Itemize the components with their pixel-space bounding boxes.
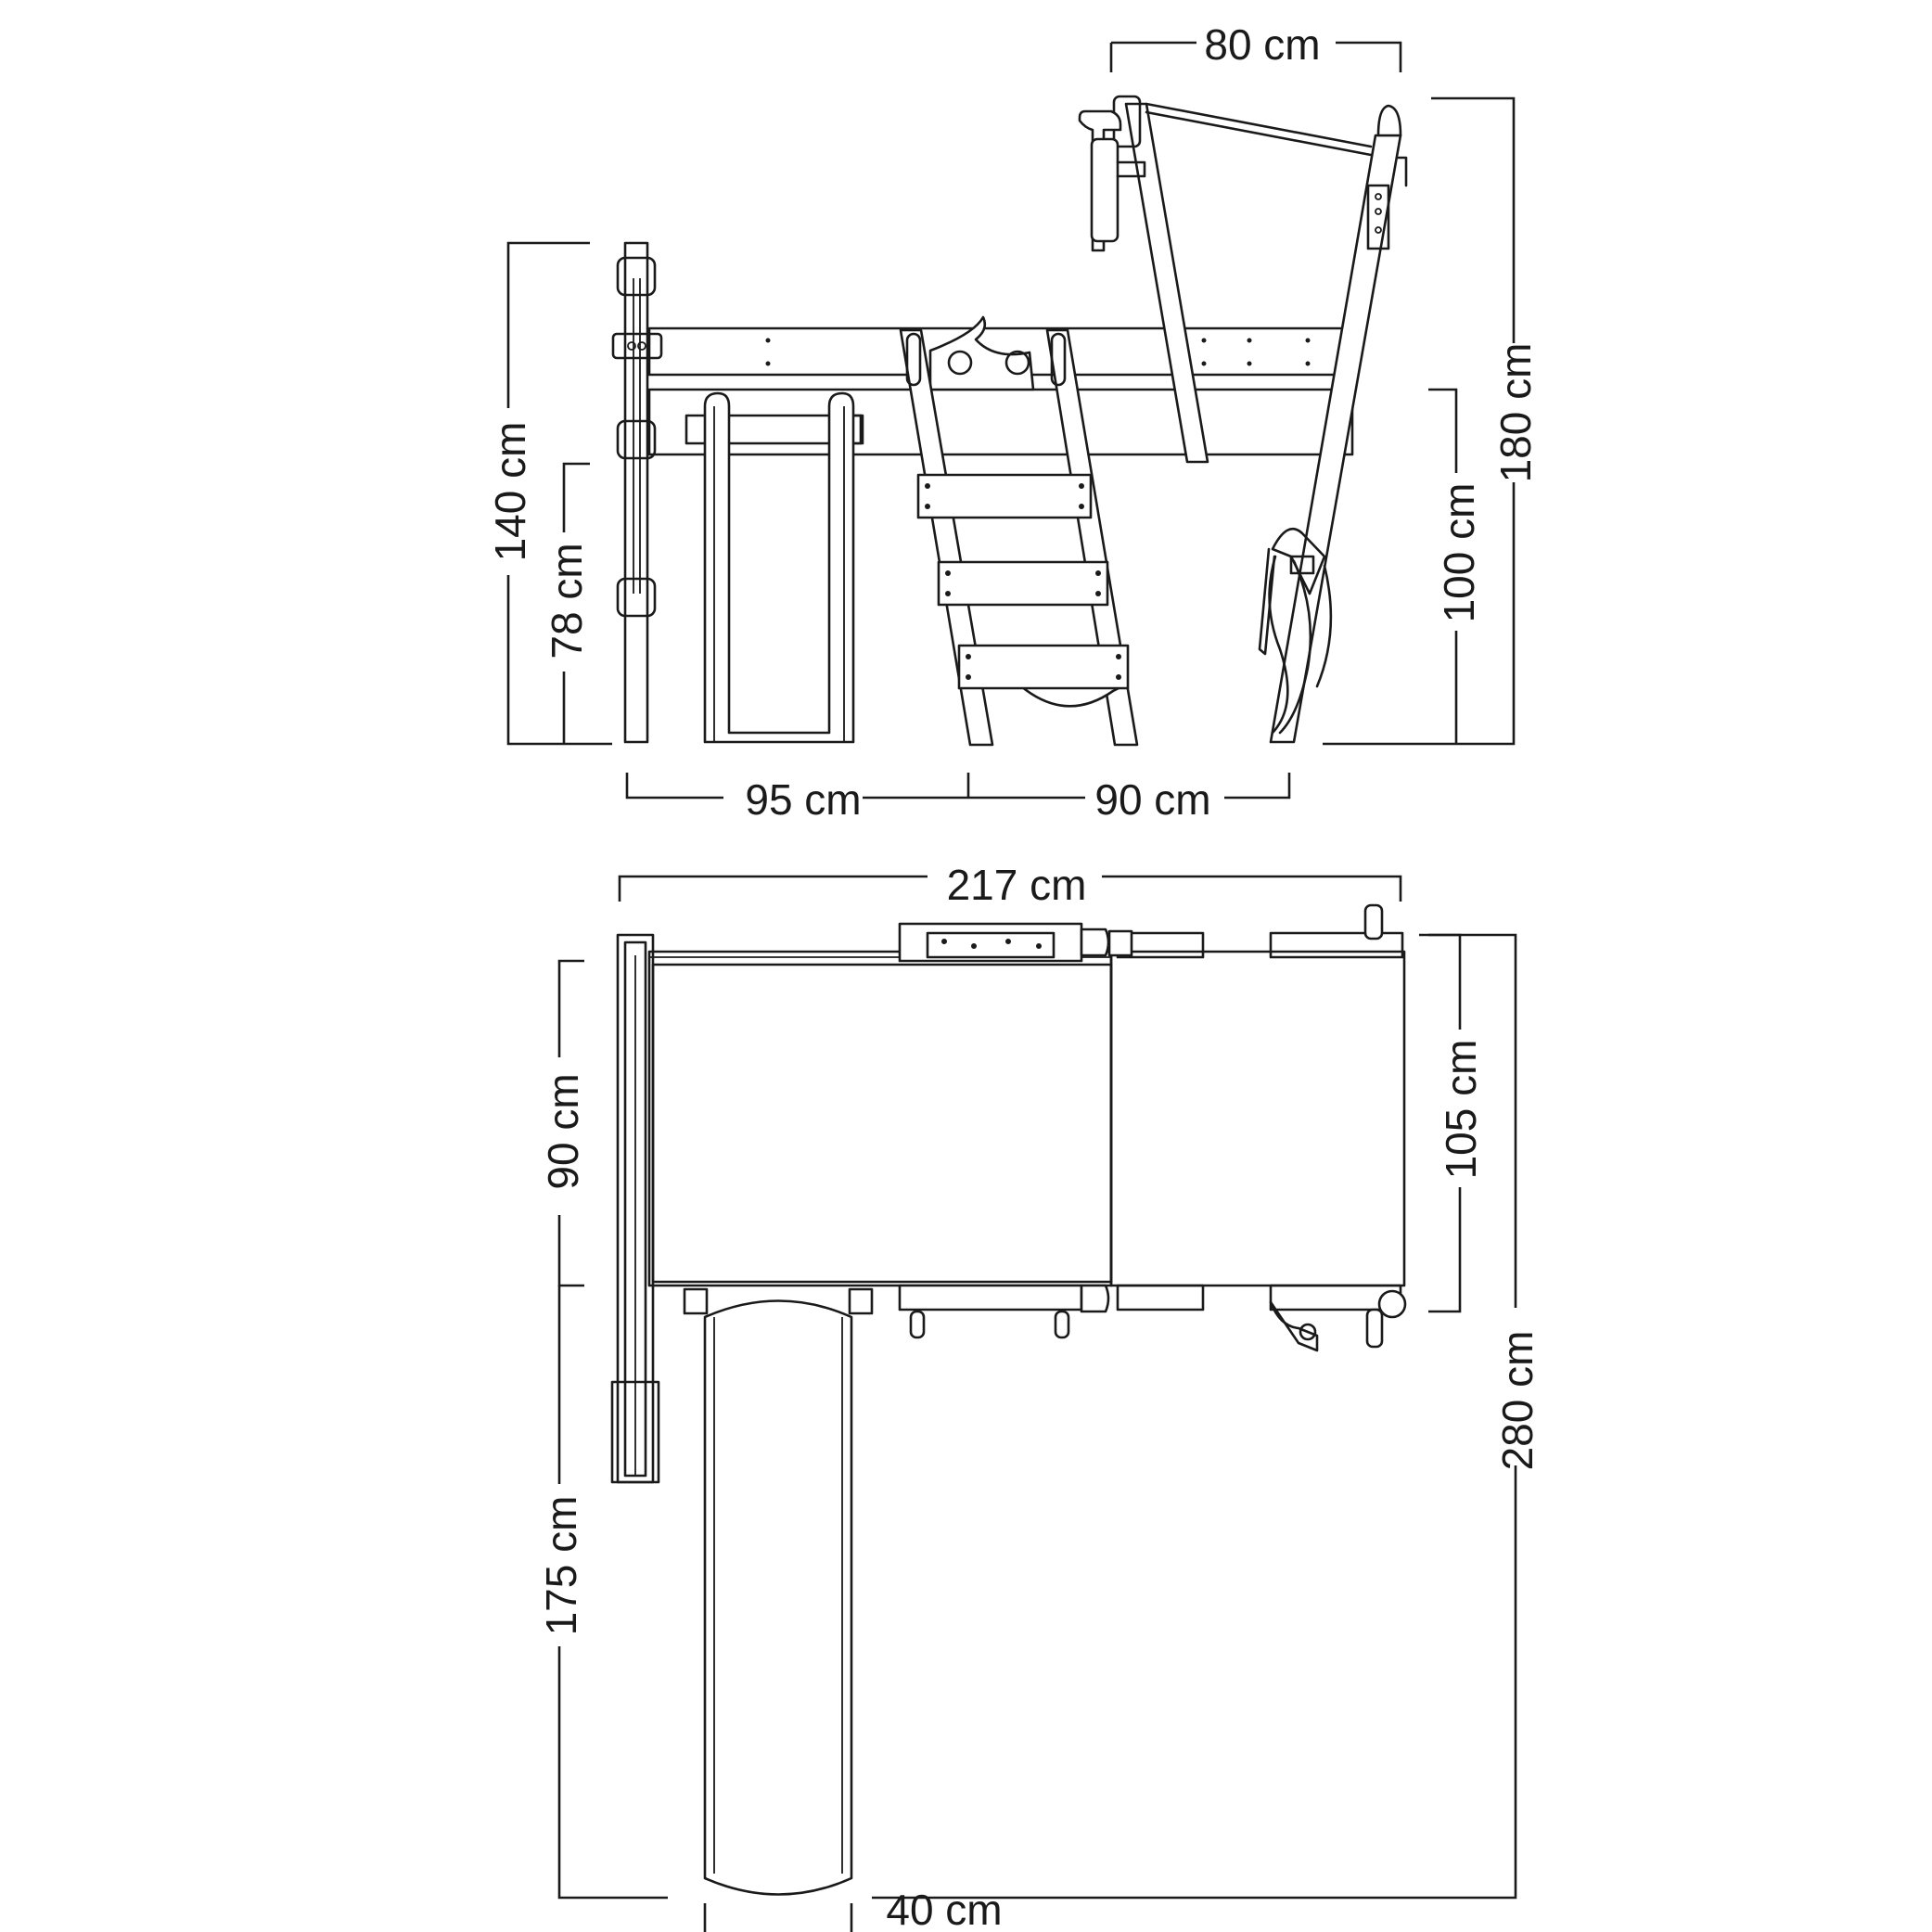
dim-total-height: 180 cm: [1491, 343, 1540, 483]
slide-side: [703, 391, 855, 744]
slide-top: [683, 1287, 874, 1896]
side-view: 80 cm 180 cm 100 cm 140 cm 78 cm 95 cm 9…: [486, 20, 1540, 824]
dim-slide-width: 40 cm: [886, 1886, 1002, 1932]
dim-width-right: 105 cm: [1437, 1040, 1485, 1180]
top-left-wall: [610, 933, 660, 1484]
top-dimension-lines: [557, 875, 1517, 1932]
dim-total-length: 217 cm: [947, 861, 1087, 909]
top-right-fittings: [1269, 903, 1384, 1352]
ladder: [899, 328, 1139, 747]
swing-seat: [1258, 528, 1333, 735]
dim-deck-height: 100 cm: [1435, 483, 1483, 623]
top-view: 217 cm 90 cm 105 cm 280 cm 175 cm 40 cm: [537, 861, 1542, 1932]
dim-total-depth: 280 cm: [1493, 1331, 1542, 1471]
ornament-board: [928, 315, 1035, 391]
dim-left-span: 95 cm: [745, 775, 861, 824]
dim-slide-length: 175 cm: [537, 1496, 585, 1636]
side-dimension-lines: [506, 41, 1516, 800]
dim-right-span: 90 cm: [1094, 775, 1210, 824]
top-deck-right: [1109, 931, 1407, 1319]
periscope: [1078, 109, 1146, 252]
side-beams: [647, 326, 1354, 456]
dim-slide-height: 78 cm: [543, 543, 591, 659]
dim-deck-depth: 90 cm: [539, 1073, 587, 1189]
dim-frame-height: 140 cm: [486, 422, 534, 562]
left-post: [611, 241, 663, 744]
top-deck-left: [647, 950, 1113, 1287]
top-ladder-fittings: [898, 922, 1133, 1339]
dim-top-width: 80 cm: [1204, 20, 1320, 69]
